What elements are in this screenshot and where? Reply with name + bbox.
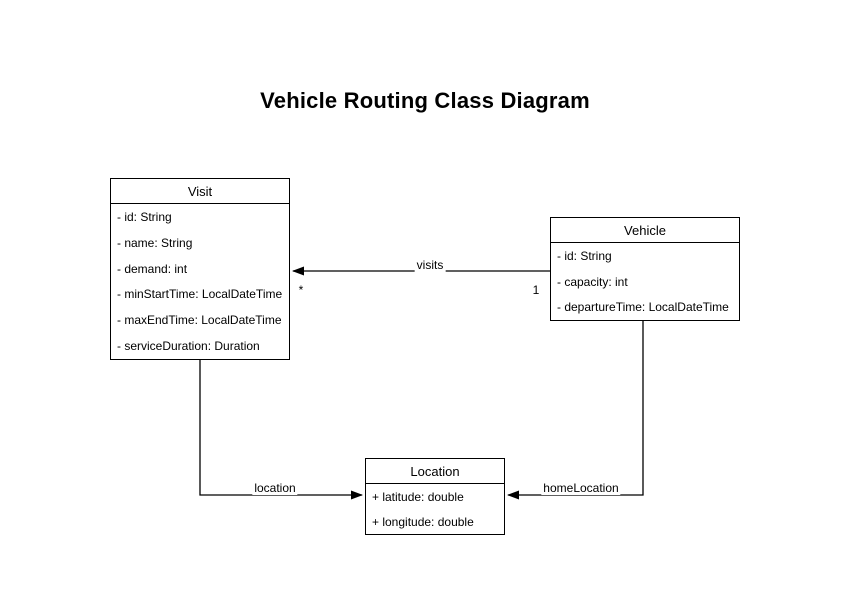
page-title: Vehicle Routing Class Diagram (260, 88, 590, 113)
attr-visit-id: - id: String (117, 209, 172, 224)
class-name-vehicle: Vehicle (551, 218, 739, 243)
edge-label-visits: visits (414, 258, 446, 272)
attr-vehicle-id: - id: String (557, 248, 612, 263)
class-attrs-visit: - id: String - name: String - demand: in… (111, 204, 289, 359)
attr-visit-demand: - demand: int (117, 261, 188, 276)
edge-location-arrow (199, 360, 363, 500)
attr-visit-serviceduration: - serviceDuration: Duration (117, 339, 260, 354)
multiplicity-visits-many: * (298, 283, 304, 297)
class-box-visit: Visit - id: String - name: String - dema… (110, 178, 290, 360)
attr-vehicle-departuretime: - departureTime: LocalDateTime (557, 300, 729, 315)
attr-location-latitude: + latitude: double (372, 489, 464, 504)
class-name-visit: Visit (111, 179, 289, 204)
attr-visit-name: - name: String (117, 235, 193, 250)
edge-label-location: location (252, 481, 298, 495)
attr-visit-maxendtime: - maxEndTime: LocalDateTime (117, 313, 282, 328)
class-attrs-location: + latitude: double + longitude: double (366, 484, 504, 534)
attr-visit-minstarttime: - minStartTime: LocalDateTime (117, 287, 283, 302)
class-attrs-vehicle: - id: String - capacity: int - departure… (551, 243, 739, 320)
attr-location-longitude: + longitude: double (372, 514, 474, 529)
class-name-location: Location (366, 459, 504, 484)
edge-homelocation-arrow (507, 321, 644, 500)
edge-label-homelocation: homeLocation (541, 481, 621, 495)
class-box-location: Location + latitude: double + longitude:… (365, 458, 505, 535)
multiplicity-visits-one: 1 (532, 283, 540, 297)
class-box-vehicle: Vehicle - id: String - capacity: int - d… (550, 217, 740, 321)
attr-vehicle-capacity: - capacity: int (557, 274, 628, 289)
